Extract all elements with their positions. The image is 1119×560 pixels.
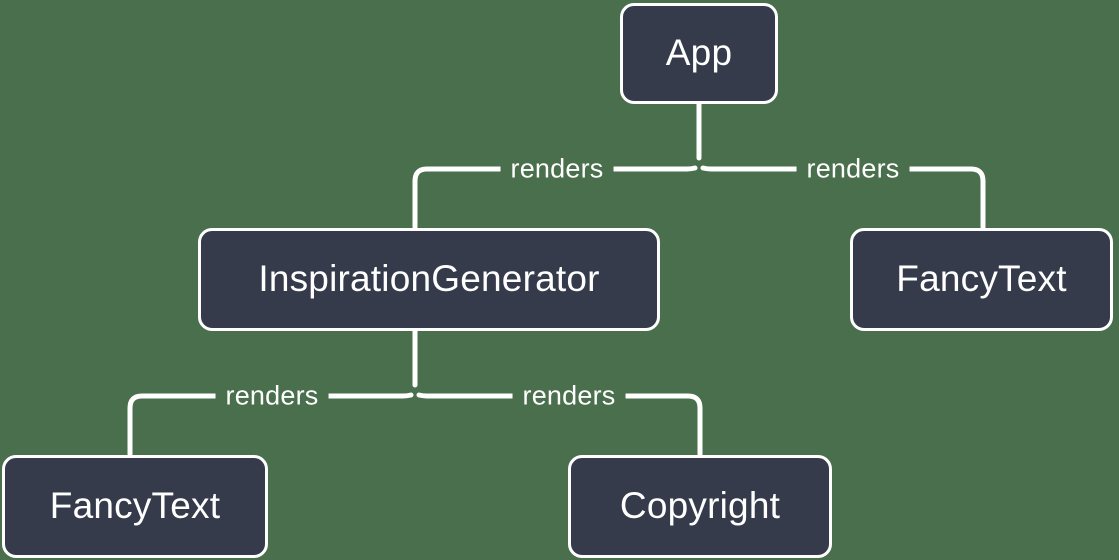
edge-label-app-to-fancytext-right: renders xyxy=(796,153,910,185)
node-copyright[interactable]: Copyright xyxy=(568,455,832,558)
node-inspiration-generator-label: InspirationGenerator xyxy=(258,257,600,299)
node-copyright-label: Copyright xyxy=(619,484,781,526)
node-fancy-text-bottom-label: FancyText xyxy=(49,484,221,526)
node-inspiration-generator[interactable]: InspirationGenerator xyxy=(198,228,660,331)
node-fancy-text-right[interactable]: FancyText xyxy=(850,228,1113,331)
edge-label-inspirationgenerator-to-copyright: renders xyxy=(512,380,626,412)
node-fancy-text-right-label: FancyText xyxy=(896,257,1067,299)
node-app[interactable]: App xyxy=(620,3,778,104)
edge-label-inspirationgenerator-to-fancytext-bottom: renders xyxy=(215,380,329,412)
node-fancy-text-bottom[interactable]: FancyText xyxy=(2,455,268,558)
edge-label-app-to-inspirationgenerator: renders xyxy=(500,153,614,185)
node-app-label: App xyxy=(665,31,733,73)
